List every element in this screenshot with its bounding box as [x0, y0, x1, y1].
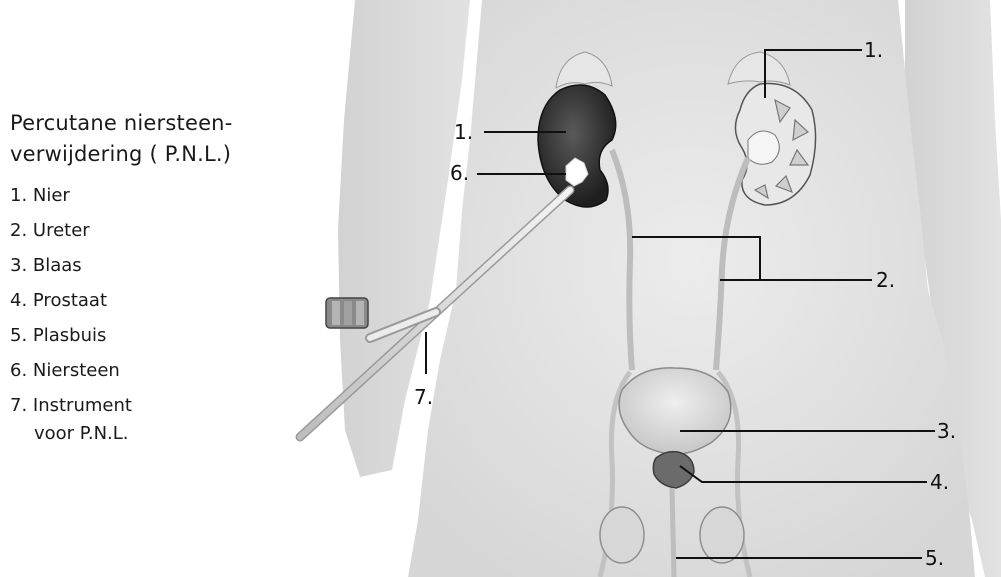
testis-left [700, 507, 744, 563]
legend-item-instrument: 7. Instrument voor P.N.L. [10, 392, 300, 447]
callout-kidney-right: 1. [454, 120, 473, 144]
legend-item-instrument-continuation: voor P.N.L. [10, 420, 300, 448]
legend-list: 1. Nier 2. Ureter 3. Blaas 4. Prostaat 5… [10, 182, 300, 447]
kidney-left-pelvis [748, 131, 779, 164]
legend-title: Percutane niersteen- verwijdering ( P.N.… [10, 108, 300, 170]
legend-title-line-1: Percutane niersteen- [10, 108, 300, 139]
legend-item-kidney-stone: 6. Niersteen [10, 357, 300, 385]
callout-urethra: 5. [925, 546, 944, 570]
legend-title-line-2: verwijdering ( P.N.L.) [10, 139, 300, 170]
callout-ureter: 2. [876, 268, 895, 292]
legend-item-ureter: 2. Ureter [10, 217, 300, 245]
legend: Percutane niersteen- verwijdering ( P.N.… [10, 108, 300, 455]
callout-kidney-left: 1. [864, 38, 883, 62]
legend-item-kidney: 1. Nier [10, 182, 300, 210]
callout-prostate: 4. [930, 470, 949, 494]
callout-bladder: 3. [937, 419, 956, 443]
legend-item-instrument-label: 7. Instrument [10, 395, 132, 416]
testis-right [600, 507, 644, 563]
legend-item-urethra: 5. Plasbuis [10, 322, 300, 350]
callout-kidney-stone: 6. [450, 161, 469, 185]
urethra [672, 488, 674, 577]
legend-item-prostate: 4. Prostaat [10, 287, 300, 315]
callout-instrument: 7. [414, 385, 433, 409]
legend-item-bladder: 3. Blaas [10, 252, 300, 280]
